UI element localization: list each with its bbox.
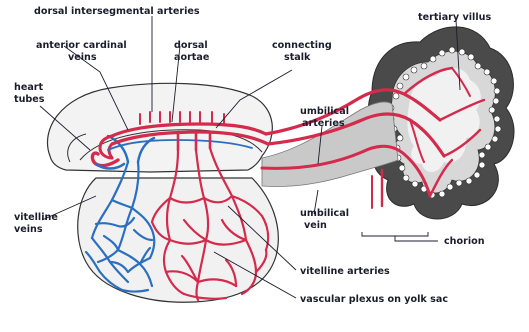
label-dorsal-aortae-1: dorsal <box>174 40 208 51</box>
chorion-bracket <box>362 232 438 241</box>
label-tertiary-villus: tertiary villus <box>418 12 491 23</box>
label-umbilical-vein-2: vein <box>304 220 327 231</box>
label-chorion: chorion <box>444 236 485 247</box>
label-umbilical-arteries-2: arteries <box>302 118 345 129</box>
label-anterior-cardinal-veins-1: anterior cardinal <box>36 40 127 51</box>
label-dorsal-intersegmental-arteries: dorsal intersegmental arteries <box>34 6 200 17</box>
label-connecting-stalk-1: connecting <box>272 40 332 51</box>
label-vitelline-veins-1: vitelline <box>14 212 58 223</box>
label-vitelline-veins-2: veins <box>14 224 43 235</box>
label-dorsal-aortae-2: aortae <box>174 52 210 63</box>
label-umbilical-vein-1: umbilical <box>300 208 349 219</box>
label-umbilical-arteries-1: umbilical <box>300 106 349 117</box>
yolk-sac <box>78 178 279 302</box>
label-heart-tubes-1: heart <box>14 82 44 93</box>
label-vascular-plexus: vascular plexus on yolk sac <box>300 294 448 305</box>
label-connecting-stalk-2: stalk <box>284 52 311 63</box>
label-heart-tubes-2: tubes <box>14 94 45 105</box>
label-vitelline-arteries: vitelline arteries <box>300 266 390 277</box>
label-anterior-cardinal-veins-2: veins <box>68 52 97 63</box>
